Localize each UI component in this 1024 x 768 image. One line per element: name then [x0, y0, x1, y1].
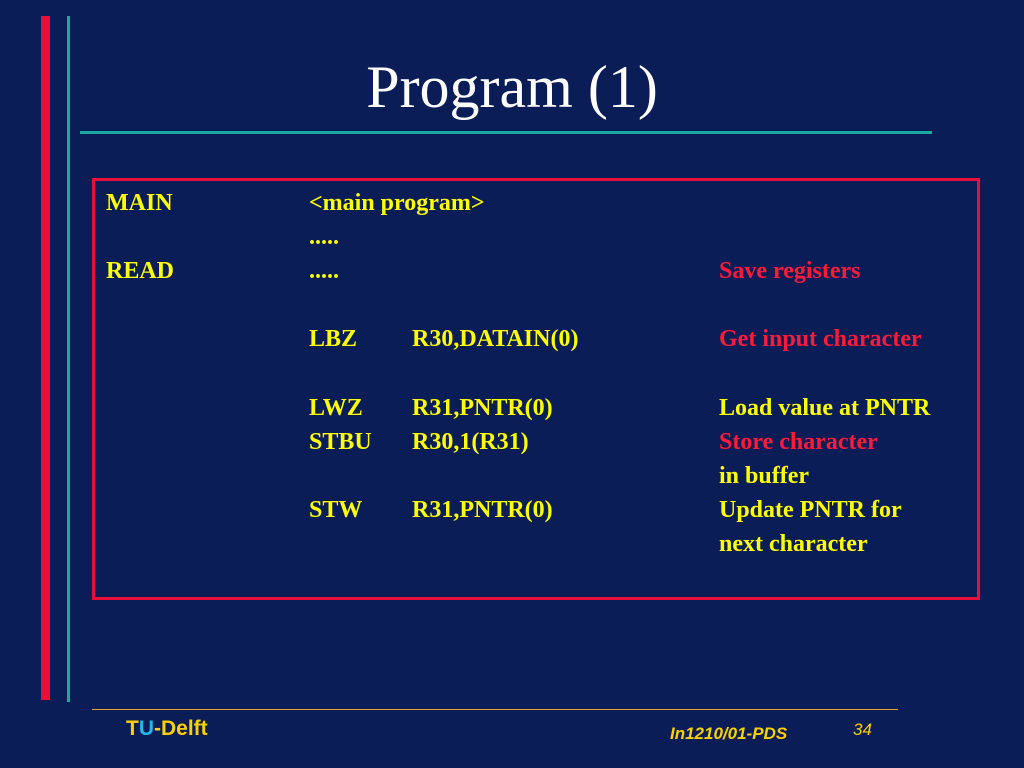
ellipsis-line: .....: [309, 258, 339, 284]
left-red-bar: [41, 16, 50, 700]
logo-letter-t: T: [126, 717, 139, 740]
logo-letter-u: U: [138, 717, 154, 740]
page-number: 34: [853, 720, 872, 739]
footer-rule: [92, 709, 898, 710]
slide-title: Program (1): [366, 54, 658, 120]
comment-load-value: Load value at PNTR: [719, 395, 931, 421]
comment-update-pntr: Update PNTR for: [719, 497, 902, 523]
label-read: READ: [106, 258, 175, 284]
operand-lbz: R30,DATAIN(0): [412, 326, 579, 352]
label-main: MAIN: [106, 190, 173, 216]
opcode-stbu: STBU: [309, 429, 372, 455]
title-underline: [80, 131, 932, 134]
opcode-lbz: LBZ: [309, 326, 358, 352]
opcode-lwz: LWZ: [309, 395, 363, 421]
left-teal-bar: [67, 16, 70, 702]
operand-lwz: R31,PNTR(0): [412, 395, 553, 421]
opcode-stw: STW: [309, 497, 363, 523]
course-code: In1210/01-PDS: [670, 724, 788, 743]
operand-stbu: R30,1(R31): [412, 429, 529, 455]
ellipsis-line: .....: [309, 224, 339, 250]
comment-save-registers: Save registers: [719, 258, 861, 284]
comment-store-character: Store character: [719, 429, 878, 455]
main-program-text: <main program>: [309, 190, 485, 216]
comment-in-buffer: in buffer: [719, 463, 809, 489]
logo-delft: -Delft: [154, 717, 208, 740]
comment-next-character: next character: [719, 531, 868, 557]
comment-get-input: Get input character: [719, 326, 922, 352]
code-box: [92, 178, 980, 600]
operand-stw: R31,PNTR(0): [412, 497, 553, 523]
tu-delft-logo: TU-Delft: [126, 715, 208, 743]
